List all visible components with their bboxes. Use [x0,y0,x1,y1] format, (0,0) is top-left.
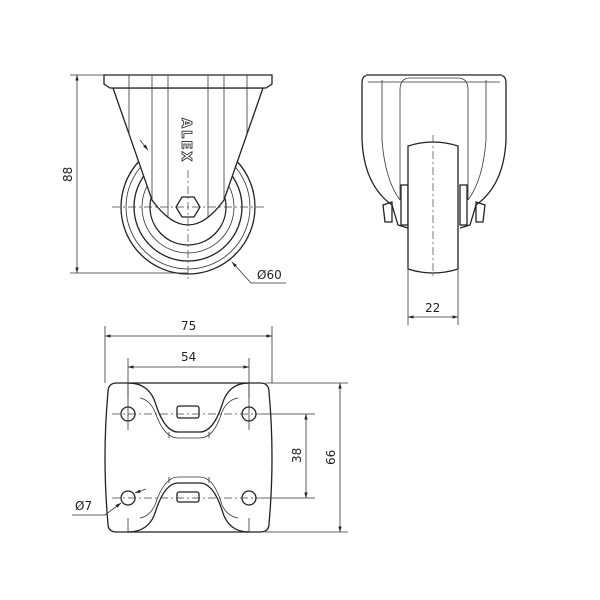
bottom-view: 75 54 66 38 Ø7 [72,319,348,533]
plate-width-dimension: 75 [181,319,196,333]
top-plate [103,74,273,89]
hole-diameter-dimension: Ø7 [75,499,92,513]
brand-logo: ALEX [178,118,193,163]
nut-bottom [176,491,200,503]
hole-spacing-width-dimension: 54 [181,350,196,364]
nut-top [176,405,200,419]
wheel-side [407,141,459,274]
side-view: 22 [361,74,507,325]
plate-length-dimension: 66 [324,450,338,465]
bracket [112,87,264,226]
front-view: ALEX 88 Ø60 [61,74,286,284]
wheel-diameter-dimension: Ø60 [257,268,282,282]
wheel-width-dimension: 22 [425,301,440,315]
hole-spacing-length-dimension: 38 [290,448,304,463]
mounting-plate [104,382,273,533]
height-dimension: 88 [61,167,75,182]
